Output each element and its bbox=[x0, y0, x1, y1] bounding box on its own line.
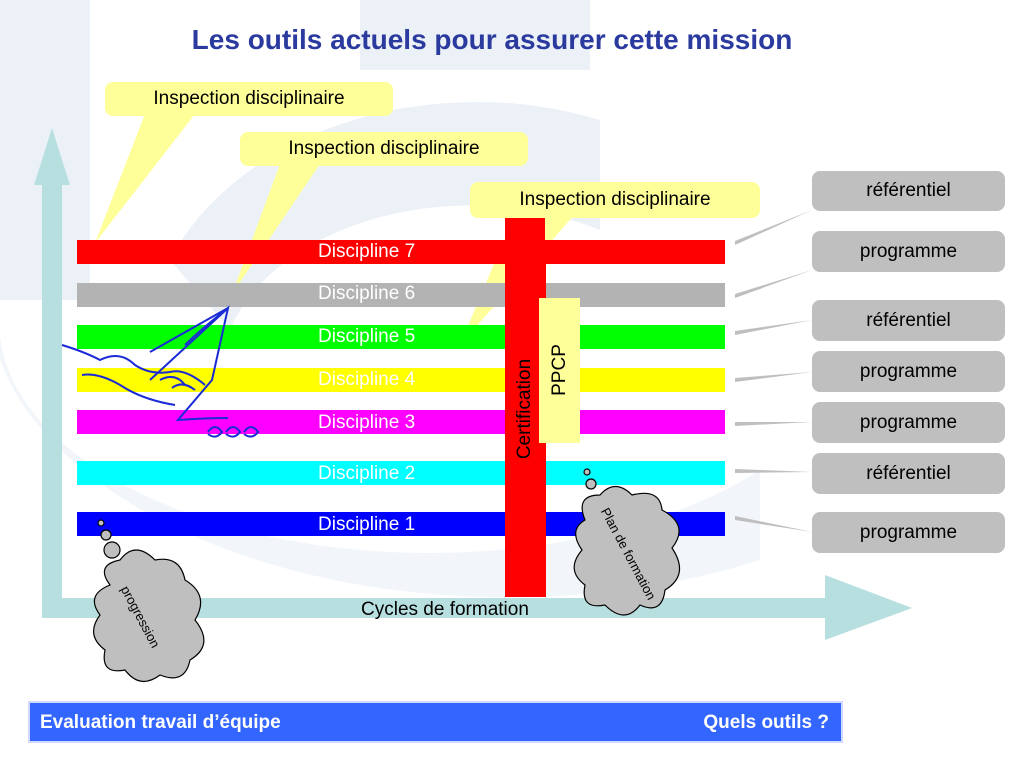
discipline-3-label: Discipline 3 bbox=[318, 412, 416, 433]
callout-inspection-2: Inspection disciplinaire bbox=[240, 132, 528, 166]
cloud-right bbox=[573, 468, 681, 616]
discipline-bar-6 bbox=[77, 283, 725, 307]
ship-doodle bbox=[61, 305, 260, 438]
discipline-bar-7 bbox=[77, 240, 725, 264]
discipline-1-label: Discipline 1 bbox=[318, 514, 416, 535]
side-label-7: programme bbox=[812, 512, 1005, 553]
x-axis-label: Cycles de formation bbox=[361, 599, 529, 620]
ppcp-box bbox=[539, 298, 580, 443]
side-label-4: programme bbox=[812, 351, 1005, 392]
footer-left-text: Evaluation travail d’équipe bbox=[40, 712, 281, 733]
cloud-left bbox=[93, 519, 205, 682]
discipline-4-label: Discipline 4 bbox=[318, 369, 416, 390]
ppcp-label: PPCP bbox=[549, 344, 570, 396]
footer-bar: Evaluation travail d’équipe Quels outils… bbox=[28, 701, 843, 743]
discipline-2-label: Discipline 2 bbox=[318, 463, 416, 484]
callout-inspection-1: Inspection disciplinaire bbox=[105, 82, 393, 116]
leader-lines bbox=[735, 210, 812, 532]
discipline-5-label: Discipline 5 bbox=[318, 326, 416, 347]
side-label-1: référentiel bbox=[812, 171, 1005, 211]
side-label-3: référentiel bbox=[812, 300, 1005, 341]
callout-1-pointer bbox=[95, 114, 195, 243]
side-label-5: programme bbox=[812, 402, 1005, 443]
footer-right-text: Quels outils ? bbox=[703, 712, 829, 733]
certification-label: Certification bbox=[514, 358, 535, 460]
discipline-6-label: Discipline 6 bbox=[318, 283, 416, 304]
slide-title: Les outils actuels pour assurer cette mi… bbox=[191, 24, 793, 55]
y-axis-arrow bbox=[34, 128, 70, 618]
discipline-7-label: Discipline 7 bbox=[318, 241, 416, 262]
callout-inspection-3: Inspection disciplinaire bbox=[470, 182, 760, 218]
discipline-bar-2 bbox=[77, 461, 725, 485]
x-axis-arrow bbox=[42, 575, 912, 640]
discipline-bars bbox=[77, 240, 725, 536]
discipline-bar-3 bbox=[77, 410, 725, 434]
side-label-2: programme bbox=[812, 231, 1005, 272]
side-label-6: référentiel bbox=[812, 453, 1005, 494]
